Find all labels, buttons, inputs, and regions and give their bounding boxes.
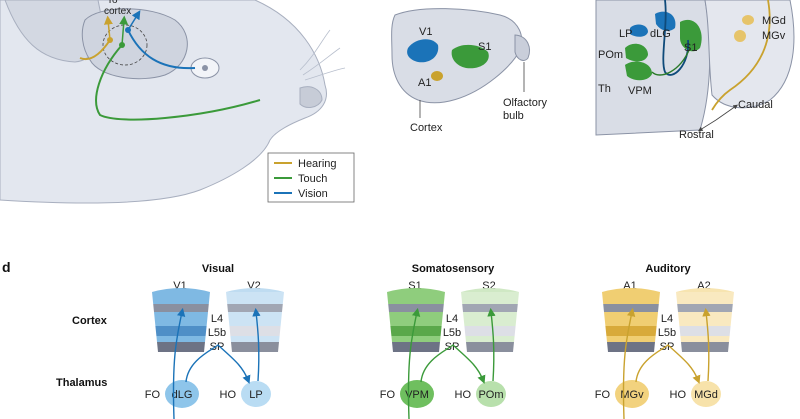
thalamus-dashed-circle	[102, 24, 148, 66]
label-olfactory-line2: bulb	[503, 110, 524, 122]
mgd-nucleus	[742, 15, 754, 25]
panel-c-brain-section: LP dLG S1 POm Th VPM MGd MGv Caudal Rost…	[595, 0, 795, 141]
fo-to-primary-path	[407, 307, 421, 419]
ho-to-secondary-path	[252, 307, 261, 382]
ho-nucleus-shape	[241, 381, 271, 407]
vision-pathway	[127, 29, 196, 70]
label-s1-section: S1	[684, 42, 697, 54]
modality-legend: Hearing Touch Vision	[267, 152, 355, 203]
label-caudal: Caudal	[738, 99, 773, 111]
layer-label: L4	[446, 313, 458, 325]
ho-tag: HO	[670, 389, 687, 401]
group-title: Somatosensory	[412, 263, 495, 275]
mgv-nucleus	[734, 30, 746, 42]
mouse-pupil	[202, 65, 208, 71]
fo-nucleus-label: VPM	[405, 389, 429, 401]
label-mgv: MGv	[762, 30, 786, 42]
ho-nucleus-label: LP	[249, 389, 262, 401]
mouse-nose	[299, 86, 323, 108]
section-rostral	[595, 0, 711, 136]
label-a1: A1	[418, 77, 431, 89]
primary-l5b-to-ho-path	[635, 344, 701, 384]
secondary-cortex-column-hearing	[676, 288, 734, 352]
legend-touch: Touch	[298, 173, 327, 185]
fo-tag: FO	[380, 389, 396, 401]
fo-tag: FO	[145, 389, 161, 401]
primary-l5b-to-ho-path	[420, 344, 486, 384]
label-mgd: MGd	[762, 15, 786, 27]
lp-nucleus	[630, 24, 648, 37]
pom-nucleus	[625, 43, 648, 62]
label-rostral: Rostral	[679, 129, 714, 141]
section-caudal	[704, 0, 795, 109]
group-title: Auditory	[645, 263, 691, 275]
to-cortex-label-line2: cortex	[104, 6, 131, 17]
secondary-cortex-column-touch	[461, 288, 519, 352]
row-label-cortex: Cortex	[72, 315, 108, 327]
panel-b-brain: V1 S1 A1 Olfactory bulb Cortex	[391, 8, 548, 134]
ho-tag: HO	[220, 389, 237, 401]
ho-nucleus-shape	[691, 381, 721, 407]
layer-label: SP	[210, 341, 225, 353]
s1-section	[680, 19, 702, 52]
layer-label: L5b	[208, 327, 226, 339]
ho-nucleus-label: POm	[478, 389, 503, 401]
layer-label: L5b	[658, 327, 676, 339]
row-label-thalamus: Thalamus	[56, 377, 107, 389]
label-cortex: Cortex	[410, 122, 443, 134]
label-th: Th	[598, 83, 611, 95]
secondary-cortex-column-vision	[226, 288, 284, 352]
legend-vision: Vision	[298, 188, 328, 200]
vpm-nucleus	[625, 61, 652, 81]
layer-label: L4	[211, 313, 223, 325]
label-pom: POm	[598, 49, 623, 61]
layer-label: SP	[445, 341, 460, 353]
touch-pathway	[95, 44, 261, 121]
to-cortex-label-line1: To	[107, 0, 118, 6]
label-s1: S1	[478, 41, 491, 53]
panel-d-letter: d	[2, 259, 11, 275]
group-title: Visual	[202, 263, 234, 275]
ho-to-secondary-path	[487, 307, 496, 382]
hearing-tract	[711, 0, 771, 111]
layer-label: L5b	[443, 327, 461, 339]
ho-nucleus-label: MGd	[694, 389, 718, 401]
label-v1: V1	[419, 26, 432, 38]
panel-a-mouse-head: To cortex	[0, 0, 346, 204]
olfactory-bulb-shape	[514, 34, 530, 61]
layer-label: L4	[661, 313, 673, 325]
s1-area	[451, 44, 489, 69]
ho-to-secondary-path	[702, 307, 711, 382]
mouse-whiskers	[299, 29, 346, 81]
v1-area	[407, 39, 439, 63]
fo-nucleus-label: MGv	[620, 389, 644, 401]
legend-hearing: Hearing	[298, 158, 337, 170]
fo-to-primary-path	[622, 307, 636, 419]
fo-nucleus-label: dLG	[172, 389, 193, 401]
label-vpm: VPM	[628, 85, 652, 97]
fo-tag: FO	[595, 389, 611, 401]
touch-tract	[651, 47, 691, 76]
label-lp: LP	[619, 28, 632, 40]
primary-l5b-to-ho-path	[185, 344, 251, 384]
label-olfactory-line1: Olfactory	[503, 97, 548, 109]
ho-tag: HO	[455, 389, 472, 401]
a1-area	[431, 71, 443, 81]
layer-label: SP	[660, 341, 675, 353]
hearing-pathway	[79, 39, 111, 60]
vision-tract	[662, 0, 689, 76]
ho-nucleus-shape	[476, 381, 506, 407]
fo-to-primary-path	[172, 307, 186, 419]
label-dlg: dLG	[650, 28, 671, 40]
